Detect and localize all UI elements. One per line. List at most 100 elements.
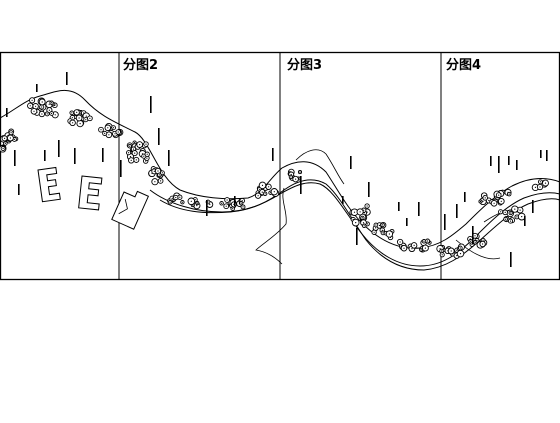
elevation-marker xyxy=(490,156,492,166)
tree-center xyxy=(132,148,135,150)
elevation-marker xyxy=(14,150,16,166)
tree-center xyxy=(226,199,228,201)
tree-center xyxy=(221,202,223,204)
tree-center xyxy=(72,122,74,124)
tree-center xyxy=(41,106,43,108)
tree-center xyxy=(46,113,48,115)
panel-label-2: 分图2 xyxy=(123,58,159,73)
elevation-marker xyxy=(398,202,400,211)
tree-center xyxy=(85,119,87,121)
elevation-marker xyxy=(472,226,474,244)
tree-center xyxy=(450,250,452,252)
tree-center xyxy=(363,209,365,211)
tree-center xyxy=(71,112,73,114)
tree-center xyxy=(505,218,507,220)
tree-center xyxy=(373,231,375,233)
tree-center xyxy=(482,200,484,202)
tree-center xyxy=(261,184,264,186)
tree-center xyxy=(363,225,365,227)
tree-center xyxy=(257,195,259,197)
tree-center xyxy=(504,211,506,213)
tree-center xyxy=(35,105,37,107)
elevation-marker xyxy=(36,84,38,92)
tree-center xyxy=(382,224,384,226)
tree-center xyxy=(413,244,415,246)
building-1 xyxy=(37,166,61,203)
tree-center xyxy=(459,247,461,249)
elevation-marker xyxy=(168,150,170,166)
tree-center xyxy=(161,172,163,174)
tree-center xyxy=(9,137,11,139)
tree-center xyxy=(179,196,181,198)
tree-center xyxy=(10,132,12,134)
tree-center xyxy=(474,235,476,237)
tree-center xyxy=(145,160,147,162)
tree-center xyxy=(2,147,4,150)
elevation-marker xyxy=(44,150,46,161)
elevation-marker xyxy=(540,150,542,158)
tree-center xyxy=(31,99,33,101)
elevation-marker xyxy=(508,156,510,165)
tree-center xyxy=(128,152,130,154)
tree-center xyxy=(194,199,196,201)
tree-center xyxy=(268,186,270,188)
elevation-marker xyxy=(464,192,466,202)
tree-center xyxy=(264,193,266,195)
tree-center xyxy=(157,170,159,172)
tree-center xyxy=(484,197,486,199)
elevation-marker xyxy=(516,160,518,170)
tree-center xyxy=(423,240,425,242)
tree-center xyxy=(196,205,198,207)
tree-center xyxy=(295,178,297,180)
tree-center xyxy=(366,223,368,225)
tree-center xyxy=(54,114,56,116)
tree-center xyxy=(112,127,115,129)
tree-center xyxy=(459,253,462,255)
panel-label-4: 分图4 xyxy=(446,58,482,73)
tree-center xyxy=(51,112,53,115)
elevation-marker xyxy=(510,252,512,267)
tree-center xyxy=(13,138,15,140)
tree-center xyxy=(498,194,500,196)
tree-center xyxy=(471,243,473,246)
tree-center xyxy=(114,133,116,135)
tree-center xyxy=(539,181,542,183)
tree-center xyxy=(420,249,422,251)
tree-center xyxy=(493,202,495,204)
panel-label-3: 分图3 xyxy=(287,58,323,73)
tree-center xyxy=(482,239,484,241)
elevation-marker xyxy=(6,108,8,117)
tree-center xyxy=(129,145,131,147)
tree-center xyxy=(169,201,171,203)
tree-center xyxy=(500,211,502,213)
tree-center xyxy=(143,155,145,157)
tree-center xyxy=(378,224,381,227)
elevation-marker xyxy=(546,150,548,161)
tree-center xyxy=(76,111,78,113)
tree-center xyxy=(108,134,110,136)
tree-center xyxy=(534,186,537,188)
elevation-marker xyxy=(444,214,446,230)
elevation-marker xyxy=(368,182,370,197)
tree-center xyxy=(539,186,541,188)
elevation-marker xyxy=(532,200,534,213)
tree-center xyxy=(427,240,429,242)
tree-center xyxy=(375,224,377,226)
elevation-marker xyxy=(350,156,352,169)
tree-center xyxy=(261,191,263,193)
tree-center xyxy=(104,132,106,134)
tree-center xyxy=(139,144,141,146)
tree-center xyxy=(241,200,243,202)
tree-center xyxy=(181,201,183,203)
tree-center xyxy=(500,200,502,202)
tree-center xyxy=(175,196,177,199)
tree-center xyxy=(375,227,377,229)
tree-center xyxy=(362,222,365,224)
tree-center xyxy=(403,247,405,249)
tree-center xyxy=(33,110,35,112)
tree-center xyxy=(79,123,81,125)
tree-center xyxy=(196,202,198,204)
tree-center xyxy=(146,157,148,159)
tree-center xyxy=(100,129,102,131)
